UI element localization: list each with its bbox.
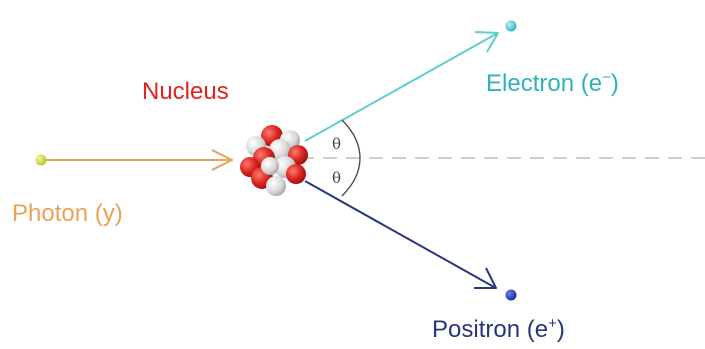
electron-arrow-line	[304, 33, 497, 142]
electron-arrowhead	[474, 31, 499, 53]
positron-label-close: )	[556, 316, 565, 343]
positron-label: Positron (e+)	[432, 316, 565, 344]
electron-label-close: )	[610, 70, 619, 97]
nucleus-cluster	[240, 125, 308, 196]
positron-arrow-line	[304, 180, 495, 288]
photon-arrowhead	[211, 149, 233, 171]
photon-label: Photon (y)	[12, 200, 123, 227]
electron-label: Electron (e−)	[486, 70, 619, 98]
angle-arc-lower	[341, 157, 361, 197]
electron-label-text: Electron (e	[486, 70, 603, 97]
angle-theta-lower: θ	[332, 169, 342, 187]
electron-charge: −	[602, 69, 611, 86]
positron-arrowhead	[474, 267, 497, 289]
positron-dot	[505, 289, 517, 301]
positron-label-text: Positron (e	[432, 316, 549, 343]
photon-dot	[35, 154, 47, 166]
electron-dot	[505, 20, 517, 32]
positron-charge: +	[548, 315, 557, 332]
nucleus-label: Nucleus	[142, 78, 229, 105]
angle-arc-upper	[341, 119, 361, 159]
angle-theta-upper: θ	[332, 135, 342, 153]
